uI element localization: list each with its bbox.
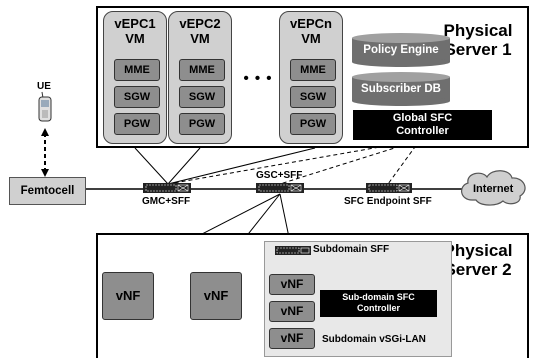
vm-type: VM xyxy=(125,31,145,46)
sgw-component[interactable]: SGW xyxy=(114,86,160,108)
ue-label: UE xyxy=(37,81,51,92)
mme-component[interactable]: MME xyxy=(114,59,160,81)
femtocell[interactable]: Femtocell xyxy=(9,177,86,205)
subdomain-vsgi-lan-label: Subdomain vSGi-LAN xyxy=(322,334,426,345)
vm2-gmc-link xyxy=(167,147,201,185)
subdomain-sff-label: Subdomain SFF xyxy=(313,244,390,255)
server2-title-line1: Physical xyxy=(443,241,513,260)
gmc-sff-label: GMC+SFF xyxy=(142,196,191,207)
global-sfc-line2: Controller xyxy=(396,125,449,137)
vnf-large-1[interactable]: vNF xyxy=(102,272,154,320)
server1-title-line1: Physical xyxy=(443,21,513,40)
server2-title: Physical Server 2 xyxy=(433,241,523,279)
vm-name: vEPCn xyxy=(290,16,332,31)
sgw-component[interactable]: SGW xyxy=(290,86,336,108)
arrow-down-icon xyxy=(41,169,49,177)
mme-component[interactable]: MME xyxy=(290,59,336,81)
subdomain-sfc-line1: Sub-domain SFC xyxy=(342,292,415,302)
vm-ellipsis: • • • xyxy=(243,70,273,87)
server1-title: Physical Server 1 xyxy=(433,21,523,59)
vnf-small-2[interactable]: vNF xyxy=(269,301,315,322)
policy-engine[interactable]: Policy Engine xyxy=(363,44,439,56)
subdomain-sfc-line2: Controller xyxy=(356,303,400,313)
internet-label[interactable]: Internet xyxy=(473,183,514,195)
vnf-small-3[interactable]: vNF xyxy=(269,328,315,349)
arrow-up-icon xyxy=(41,128,49,136)
mme-component[interactable]: MME xyxy=(179,59,225,81)
vm-title: vEPC2 VM xyxy=(169,16,231,46)
vm-type: VM xyxy=(301,31,321,46)
vm-type: VM xyxy=(190,31,210,46)
vnf-large-2[interactable]: vNF xyxy=(190,272,242,320)
vm-name: vEPC1 xyxy=(114,16,156,31)
vepcn-vm[interactable]: vEPCn VM MME SGW PGW xyxy=(279,11,343,144)
vepc1-vm[interactable]: vEPC1 VM MME SGW PGW xyxy=(103,11,167,144)
pgw-component[interactable]: PGW xyxy=(290,113,336,135)
vm1-gmc-link xyxy=(134,147,169,185)
vm-name: vEPC2 xyxy=(179,16,221,31)
vepc2-vm[interactable]: vEPC2 VM MME SGW PGW xyxy=(168,11,232,144)
server1-title-line2: Server 1 xyxy=(444,40,512,59)
pgw-component[interactable]: PGW xyxy=(179,113,225,135)
vnf-small-1[interactable]: vNF xyxy=(269,274,315,295)
subdomain-sfc-controller[interactable]: Sub-domain SFC Controller xyxy=(320,290,437,317)
gsc-sff-label: GSC+SFF xyxy=(256,170,303,181)
sgw-component[interactable]: SGW xyxy=(179,86,225,108)
global-sfc-line1: Global SFC xyxy=(392,112,453,124)
vm-title: vEPCn VM xyxy=(280,16,342,46)
subscriber-db[interactable]: Subscriber DB xyxy=(361,83,441,95)
global-sfc-controller[interactable]: Global SFC Controller xyxy=(353,110,492,140)
server2-title-line2: Server 2 xyxy=(444,260,512,279)
vm-title: vEPC1 VM xyxy=(104,16,166,46)
vmn-gmc-link xyxy=(167,147,316,185)
internet-cloud-icon xyxy=(461,170,526,206)
pgw-component[interactable]: PGW xyxy=(114,113,160,135)
sfc-endpoint-sff-label: SFC Endpoint SFF xyxy=(344,196,432,207)
